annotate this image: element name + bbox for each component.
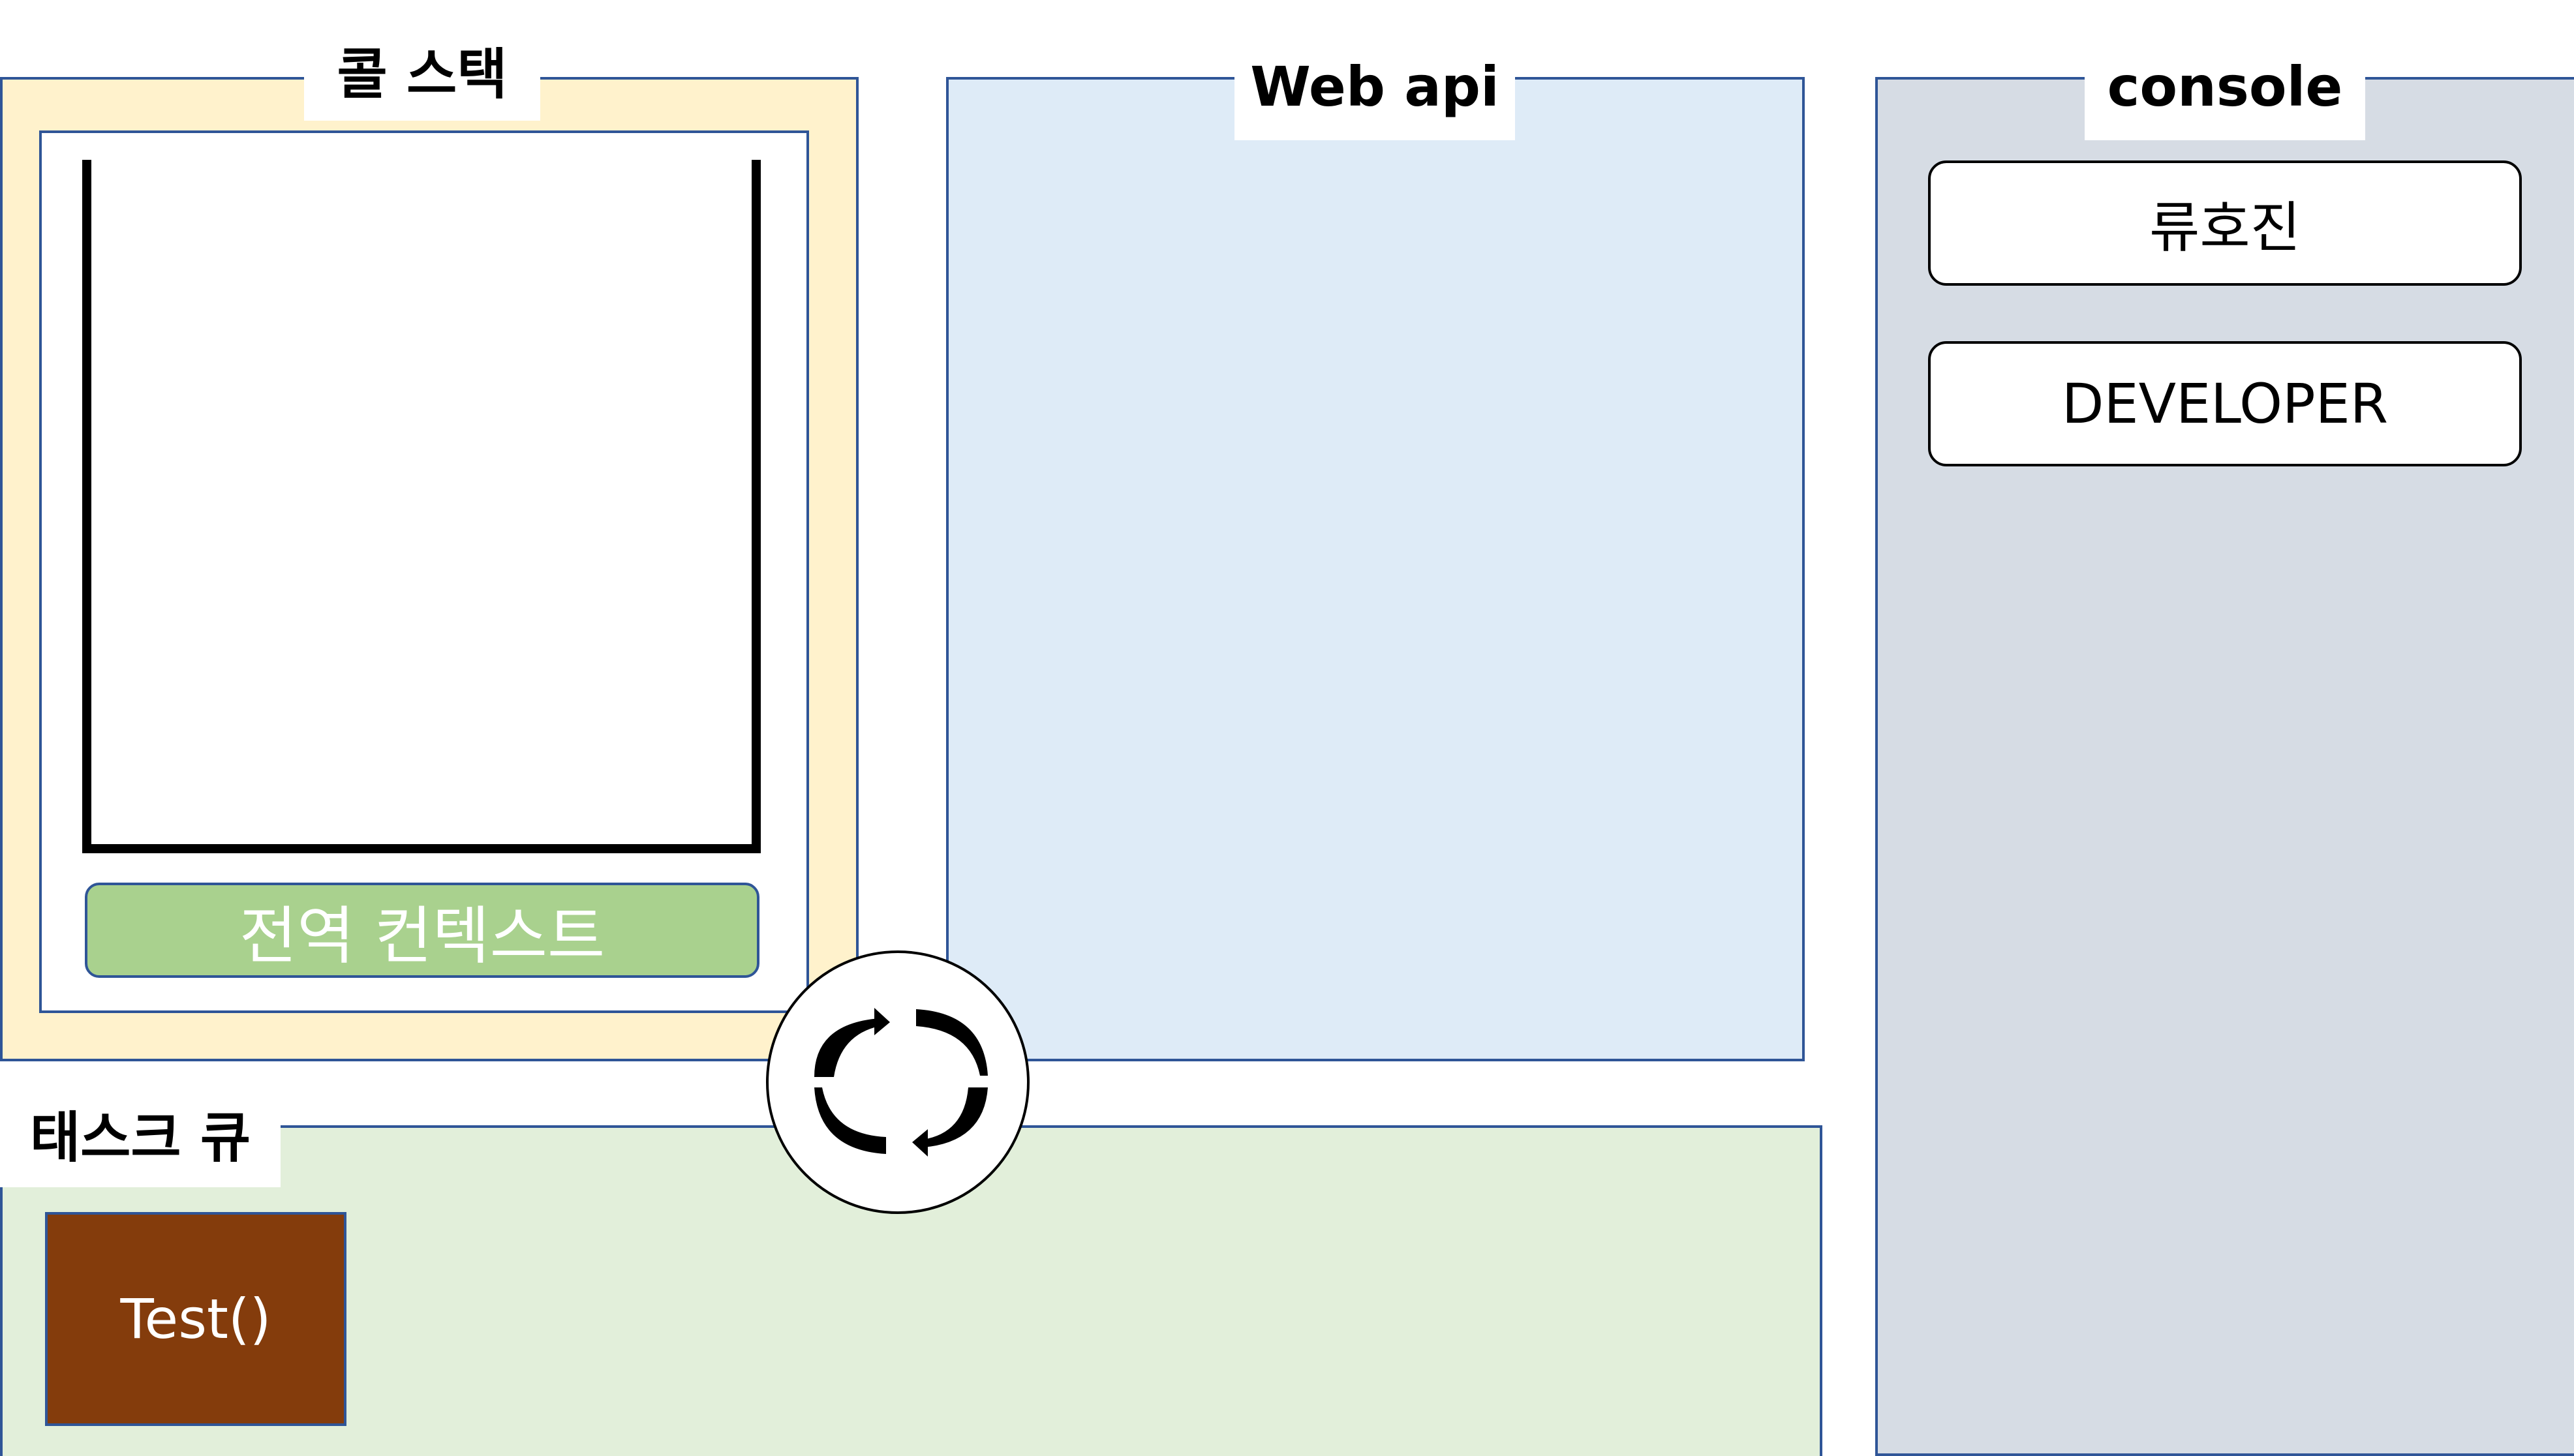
stack-container-left-wall [82,160,91,853]
console-output-line: DEVELOPER [1928,341,2522,466]
task-queue-item: Test() [45,1212,346,1426]
console-panel [1875,77,2574,1456]
task-queue-title: 태스크 큐 [0,1080,281,1187]
console-title: console [2085,33,2365,140]
call-stack-inner-frame [39,130,809,1013]
event-loop [766,950,1030,1214]
stack-container-right-wall [752,160,761,853]
console-output-line: 류호진 [1928,160,2522,286]
global-context-frame: 전역 컨텍스트 [85,883,759,978]
call-stack-title: 콜 스택 [304,20,540,121]
web-api-panel [946,77,1805,1061]
refresh-cycle-icon [814,1008,988,1157]
web-api-title: Web api [1234,33,1515,140]
stack-container-bottom [82,844,761,853]
